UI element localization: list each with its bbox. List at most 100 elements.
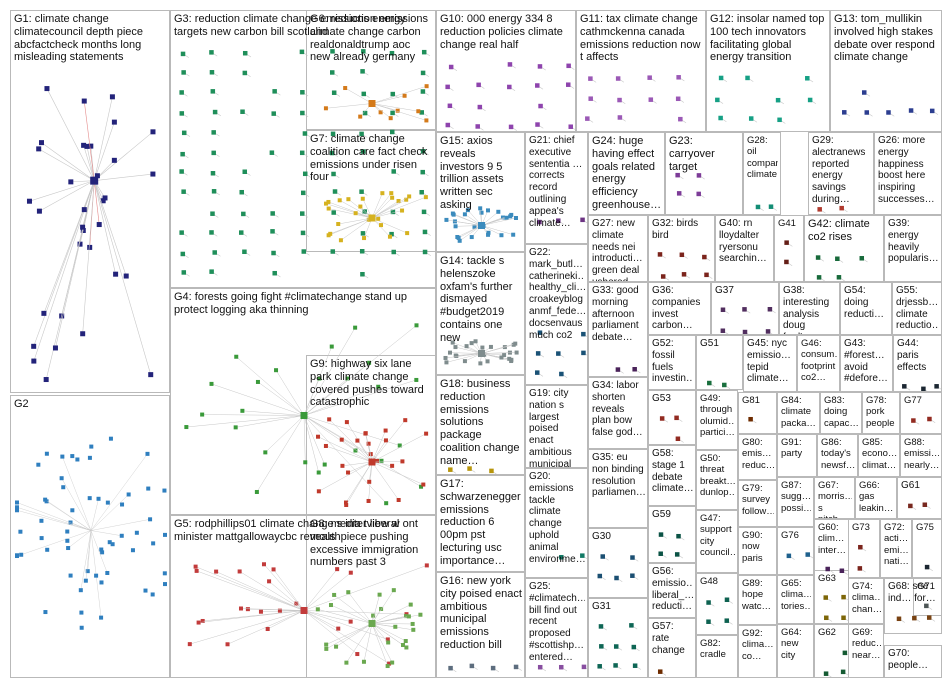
network-node <box>324 642 329 647</box>
network-node <box>485 359 490 364</box>
network-node <box>389 50 395 56</box>
network-node <box>597 573 603 579</box>
network-node <box>336 626 341 631</box>
network-node <box>299 49 305 55</box>
network-node <box>496 209 501 214</box>
network-node <box>343 86 348 91</box>
network-node <box>929 108 935 114</box>
group-network-graph <box>597 623 642 671</box>
network-node <box>448 64 454 70</box>
network-hub-node <box>90 176 99 185</box>
network-node <box>41 310 47 316</box>
network-node <box>60 454 65 459</box>
group-network-graph <box>443 339 519 366</box>
group-network-graph <box>597 554 639 582</box>
network-node <box>390 91 396 97</box>
network-node <box>327 417 332 422</box>
network-node <box>18 529 23 534</box>
network-node <box>211 189 217 194</box>
network-node <box>632 367 637 372</box>
group-label: G51 <box>700 338 719 349</box>
network-node <box>465 208 470 213</box>
network-node <box>45 547 50 552</box>
network-node <box>99 580 104 585</box>
network-node <box>66 546 71 551</box>
group-network-graph <box>842 90 939 117</box>
network-node <box>376 216 381 221</box>
group-label: G63 <box>818 573 836 584</box>
network-node <box>328 603 333 608</box>
network-node <box>240 408 245 413</box>
group-label: G48 <box>700 576 718 587</box>
group-label: G44: paris effects <box>897 338 927 373</box>
network-node <box>632 663 638 668</box>
network-node <box>453 224 458 229</box>
network-node <box>598 624 604 629</box>
group-tile-g5: G5: rodphillips01 climate change s inter… <box>170 515 436 678</box>
network-hub-node <box>478 222 485 229</box>
group-label: G23: carryover target <box>669 135 715 173</box>
group-network-graph <box>707 380 731 389</box>
network-node <box>580 217 585 223</box>
network-node <box>336 222 341 227</box>
network-node <box>839 205 844 211</box>
network-node <box>535 351 541 356</box>
network-node <box>410 621 415 626</box>
network-node <box>424 563 429 568</box>
network-node <box>211 150 216 156</box>
network-node <box>406 614 411 619</box>
network-node <box>397 443 402 448</box>
network-node <box>479 210 484 215</box>
network-node <box>346 470 351 475</box>
group-label: G78: pork people <box>866 395 895 429</box>
network-node <box>720 307 726 313</box>
group-tile-g44: G44: paris effects <box>893 335 942 392</box>
group-label: G57: rate change <box>652 621 685 656</box>
network-node <box>614 575 619 581</box>
network-node <box>508 124 514 130</box>
group-tile-g13: G13: tom_mullikin involved high stakes d… <box>830 10 942 132</box>
network-node <box>704 272 709 278</box>
group-tile-g56: G56: emissio… liberal_… reducti… <box>648 563 696 618</box>
network-node <box>499 233 504 238</box>
network-node <box>447 103 453 109</box>
network-node <box>70 508 75 513</box>
network-node <box>404 614 409 619</box>
network-node <box>100 550 105 555</box>
network-node <box>270 229 275 234</box>
network-node <box>332 189 338 194</box>
network-node <box>745 75 750 81</box>
network-node <box>68 179 74 185</box>
group-tile-g26: G26: more energy happiness boost here in… <box>874 132 942 215</box>
network-node <box>339 437 344 442</box>
group-label: G75 <box>916 522 934 533</box>
group-tile-g59: G59 <box>648 506 696 563</box>
network-node <box>212 109 218 115</box>
network-node <box>181 70 186 75</box>
network-node <box>80 331 86 337</box>
network-node <box>748 416 753 422</box>
network-node <box>393 624 398 629</box>
group-tile-g60: G60: clim… inter… <box>814 519 850 580</box>
group-tile-g81: G81 <box>738 392 777 434</box>
network-node <box>724 597 730 603</box>
network-node <box>390 110 395 116</box>
network-node <box>294 601 299 606</box>
group-tile-g22: G22: mark_butl… catherineki… healthy_cli… <box>525 244 588 385</box>
group-label: G74: clima… chan… <box>852 581 881 615</box>
network-node <box>123 273 129 279</box>
network-node <box>823 595 828 600</box>
network-node <box>534 370 540 375</box>
network-node <box>600 554 605 559</box>
group-label: G32: birds bird <box>652 218 699 241</box>
network-node <box>902 384 907 389</box>
network-node <box>402 93 407 98</box>
network-node <box>334 644 339 649</box>
network-node <box>94 173 100 179</box>
network-node <box>99 615 104 620</box>
group-tile-g27: G27: new climate needs nei introducti… g… <box>588 215 648 282</box>
network-node <box>403 418 408 423</box>
group-tile-g17: G17: schwarzenegger emissions reduction … <box>436 475 525 572</box>
network-node <box>513 215 518 220</box>
